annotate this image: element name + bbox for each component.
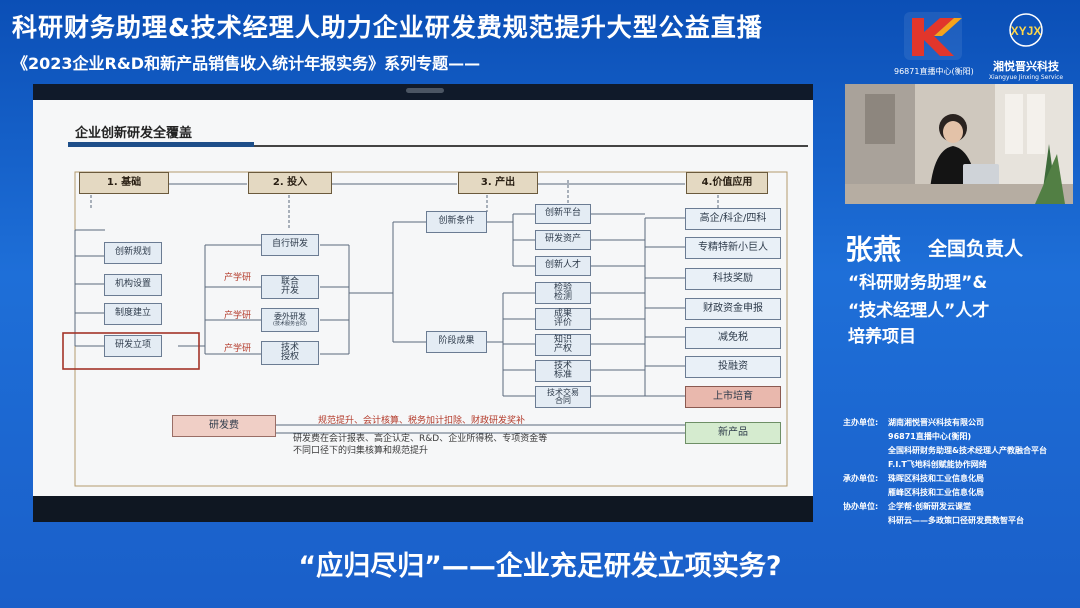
input-outsourced: 委外研发 (技术服务合同) [261,308,319,332]
value-award: 科技奖励 [685,268,781,290]
host-3: 全国科研财务助理&技术经理人产教融合平台 [888,446,1047,455]
value-funding: 财政资金申报 [685,298,781,320]
speaker-video-frame [845,84,1073,204]
output-standards: 技术 标准 [535,360,591,382]
speaker-role: 全国负责人 [928,238,1024,260]
stage-value: 4.价值应用 [686,172,768,194]
speaker-title-line-3: 培养项目 [848,327,916,347]
value-ipo: 上市培育 [685,386,781,408]
company-logo: XYJX 湘悦晋兴科技 Xiangyue Jinxing Service [980,10,1072,81]
host-2: 96871直播中心(衡阳) [888,432,972,441]
assist-2: 科研云——多政策口径研发费数智平台 [888,516,1024,525]
assist-label: 协办单位: [843,502,879,511]
diagram-connectors [62,171,788,487]
bottom-caption: “应归尽归”——企业充足研发立项实务? [298,551,782,582]
input-joint-dev: 联合 开发 [261,275,319,299]
host-4: F.I.T飞地科创赋能协作网络 [888,460,987,469]
input-outsourced-sub: (技术服务合同) [273,320,307,327]
heading-accent [68,142,254,147]
host-1: 湖南湘悦晋兴科技有限公司 [888,418,984,427]
value-high-tech: 高企/科企/四科 [685,208,781,230]
heading-divider [68,145,808,147]
industry-label-1: 产学研 [224,273,252,283]
output-rd-assets: 研发资产 [535,230,591,250]
output-talent: 创新人才 [535,256,591,276]
input-self-rd: 自行研发 [261,234,319,256]
industry-label-2: 产学研 [224,311,252,321]
output-tech-trade: 技术交易 合同 [535,386,591,408]
xyjx-mark-icon: XYJX [1009,13,1043,47]
basic-rd-project: 研发立项 [104,335,162,357]
assist-1: 企学帮·创新研发云课堂 [888,502,972,511]
basic-innovation-plan: 创新规划 [104,242,162,264]
slide-canvas [33,100,813,496]
viewer-handle[interactable] [406,88,444,93]
rd-fee-line-3: 不同口径下的归集核算和规范提升 [293,446,429,456]
basic-institution: 制度建立 [104,303,162,325]
output-platform: 创新平台 [535,204,591,224]
company-mark-text: XYJX [1011,24,1042,38]
broadcast-subtitle: 《2023企业R&D和新产品销售收入统计年报实务》系列专题—— [12,54,481,73]
speaker-name: 张燕 [845,233,902,266]
stage-input: 2. 投入 [248,172,332,194]
basic-organization: 机构设置 [104,274,162,296]
company-logo-caption: 湘悦晋兴科技 [993,60,1059,73]
broadcast-title: 科研财务助理&技术经理人助力企业研发费规范提升大型公益直播 [12,13,763,42]
undertake-2: 雁峰区科技和工业信息化局 [888,488,984,497]
station-logo-caption: 96871直播中心(衡阳) [894,67,974,76]
industry-label-3: 产学研 [224,344,252,354]
rd-fee-line-1: 规范提升、会计核算、税务加计扣除、财政研发奖补 [318,416,526,426]
speaker-title-line-1: “科研财务助理”& [848,273,988,293]
station-logo: 96871直播中心(衡阳) [894,10,974,76]
speaker-title-line-2: “技术经理人”人才 [848,301,990,321]
stage-foundation: 1. 基础 [79,172,169,194]
undertake-1: 珠晖区科技和工业信息化局 [888,474,984,483]
value-little-giant: 专精特新小巨人 [685,237,781,259]
output-ip: 知识 产权 [535,334,591,356]
output-innovation-conditions: 创新条件 [426,211,487,233]
input-tech-license: 技术 授权 [261,341,319,365]
slide-bottom-bar [33,496,813,522]
value-tax-relief: 减免税 [685,327,781,349]
output-evaluation: 成果 评价 [535,308,591,330]
host-label: 主办单位: [843,418,879,427]
value-new-product: 新产品 [685,422,781,444]
stage-output: 3. 产出 [458,172,538,194]
output-inspection: 检验 检测 [535,282,591,304]
company-logo-subcaption: Xiangyue Jinxing Service [988,74,1064,81]
output-stage-results: 阶段成果 [426,331,487,353]
rd-fee-line-2: 研发费在会计报表、高企认定、R&D、企业所得税、专项资金等 [293,434,548,444]
undertake-label: 承办单位: [843,474,879,483]
input-outsourced-label: 委外研发 [274,312,306,322]
slide-heading: 企业创新研发全覆盖 [75,126,193,141]
k-mark-icon [904,12,962,60]
speaker-video [845,84,1073,204]
rd-fee-box: 研发费 [172,415,276,437]
value-financing: 投融资 [685,356,781,378]
